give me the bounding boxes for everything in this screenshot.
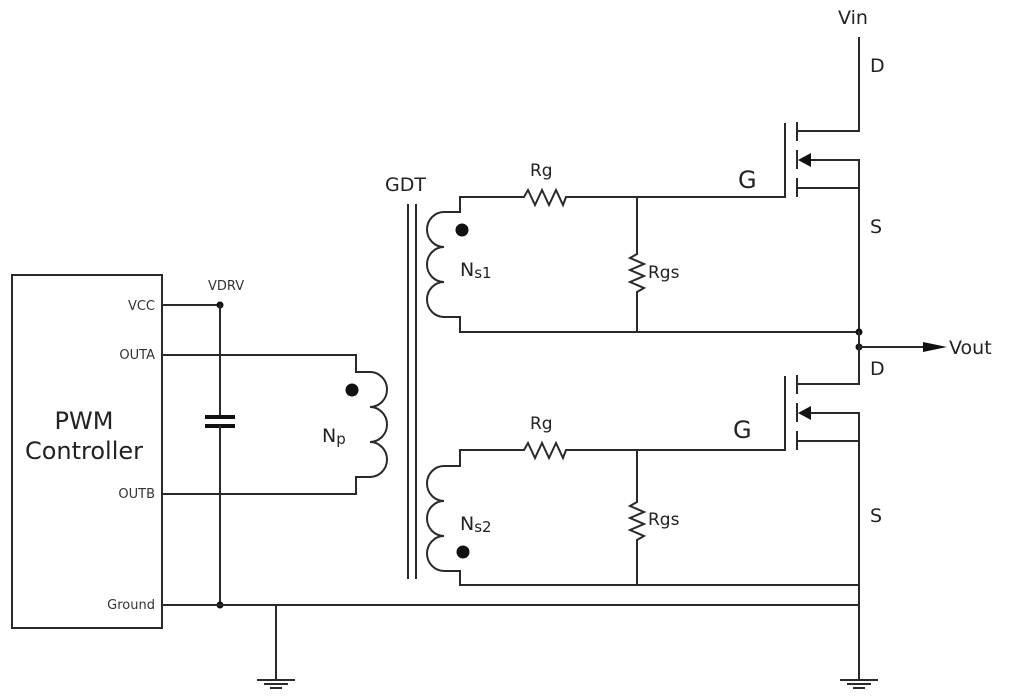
secondary1-label: Ns1 — [460, 259, 492, 282]
controller-label-line2: Controller — [25, 437, 143, 465]
low-drain-label: D — [870, 358, 885, 380]
primary-label: Np — [322, 425, 346, 448]
ground-bus — [161, 604, 878, 689]
rgs1-resistor-icon — [627, 196, 647, 333]
ground-icon — [257, 679, 295, 689]
rg1-resistor-icon — [519, 187, 786, 208]
ground-icon — [840, 679, 878, 689]
high-drain-label: D — [870, 55, 885, 77]
rgs1-label: Rgs — [648, 263, 680, 283]
high-gate-label: G — [738, 166, 757, 194]
secondary1-coil-icon — [426, 210, 446, 319]
vdrv-rail: VDRV — [161, 279, 244, 609]
vout-label: Vout — [949, 337, 992, 359]
secondary2-dot-icon — [456, 545, 470, 559]
low-gate-label: G — [733, 416, 752, 444]
primary-winding: Np — [161, 354, 388, 495]
low-source-label: S — [870, 505, 882, 527]
high-body-arrow-icon — [798, 153, 811, 167]
rg1-label: Rg — [530, 161, 553, 181]
secondary1-dot-icon — [455, 223, 469, 237]
output-node: Vout — [855, 328, 992, 359]
controller-label-line1: PWM — [55, 407, 114, 435]
vout-arrow-icon — [923, 342, 947, 352]
secondary2-coil-icon — [426, 464, 446, 573]
outa-wire — [161, 354, 371, 373]
rg2-label: Rg — [530, 414, 553, 434]
pin-outa-label: OUTA — [119, 348, 155, 363]
gdt-label: GDT — [385, 174, 426, 196]
transformer-core: GDT — [385, 174, 426, 579]
pin-ground-label: Ground — [107, 598, 155, 613]
secondary-winding-1: Ns1 Rg Rgs — [426, 161, 860, 333]
secondary-winding-2: Ns2 Rg Rgs — [426, 414, 860, 586]
controller-box — [11, 274, 163, 629]
rgs2-label: Rgs — [648, 510, 680, 530]
pwm-controller: PWM Controller VCC OUTA OUTB Ground — [11, 274, 163, 629]
mosfet-high-side: Vin D G S — [738, 7, 885, 333]
outb-wire — [161, 476, 371, 495]
pin-vcc-label: VCC — [128, 299, 155, 314]
vin-label: Vin — [838, 7, 868, 29]
mosfet-low-side: D G S — [733, 346, 885, 681]
rg2-resistor-icon — [519, 440, 786, 461]
vdrv-label: VDRV — [208, 279, 244, 294]
high-source-label: S — [870, 216, 882, 238]
pin-outb-label: OUTB — [118, 487, 155, 502]
primary-coil-icon — [368, 370, 388, 479]
secondary2-label: Ns2 — [460, 513, 492, 536]
low-body-arrow-icon — [798, 406, 811, 420]
primary-dot-icon — [345, 383, 359, 397]
rgs2-resistor-icon — [627, 449, 647, 586]
capacitor-icon — [205, 415, 235, 428]
